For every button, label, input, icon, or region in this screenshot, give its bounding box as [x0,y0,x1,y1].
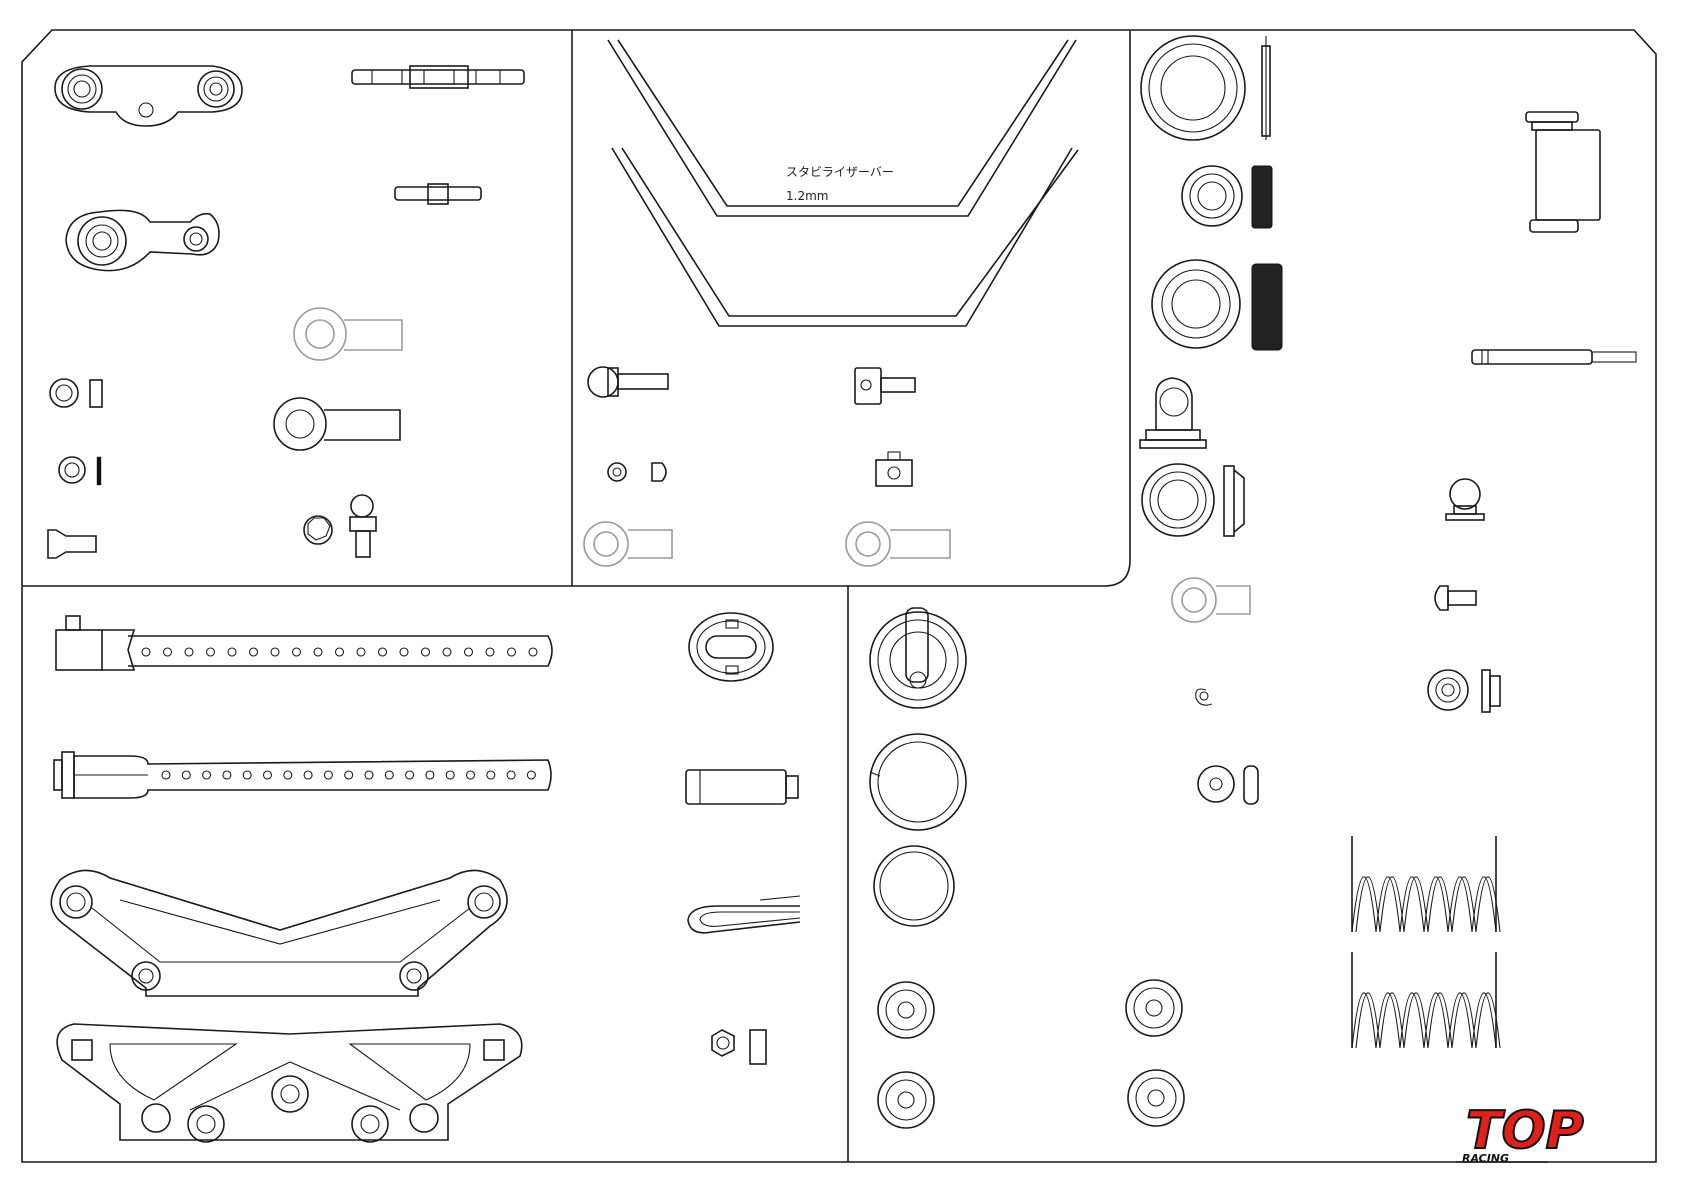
rod-end-ghost-stab-right [846,522,950,566]
e-clip [1196,689,1212,705]
spring-retainer-b [1126,980,1182,1036]
rod-end-ghost-right [1172,578,1250,622]
button-head-screw [1435,586,1476,610]
spring-retainer-c [878,1072,934,1128]
ball-stud-nut [304,495,376,557]
damper-cap-large [1141,36,1270,140]
body-post-hole [324,771,332,779]
body-post-hole [426,771,434,779]
stab-holder [855,368,915,404]
camber-link-plate-lower [66,210,219,270]
damper-o-ring-holder [870,734,966,830]
stabilizer-bar-label: スタビライザーバー [786,166,894,178]
body-post-lower [54,752,551,798]
hex-nut [712,1030,766,1064]
damper-stay-upper [51,870,507,996]
sheet-outer-frame [22,30,1656,1162]
body-post-hole [422,648,430,656]
body-post-hole [406,771,414,779]
body-post-hole [357,648,365,656]
body-post-hole [487,771,495,779]
damper-o-ring [874,846,954,926]
damper-shaft [1472,350,1636,364]
body-post-hole [164,648,172,656]
body-post-upper [56,616,552,670]
body-post-hole [142,648,150,656]
top-racing-logo: TOP RACING [1456,1101,1584,1165]
body-post-hole [250,648,258,656]
logo-sub: RACING [1462,1152,1509,1165]
body-clip [688,896,800,933]
spacer-washer-a [50,379,102,407]
body-mount-oval [689,613,773,681]
damper-adjuster-small [1182,166,1272,228]
body-post-hole [443,648,451,656]
body-post-hole [486,648,494,656]
body-post-hole [271,648,279,656]
ball-stud-short [1446,479,1484,520]
body-post-hole [182,771,190,779]
damper-spring-upper [1352,836,1500,932]
body-post-hole [508,648,516,656]
turnbuckle-short [395,184,481,204]
turnbuckle-long [352,66,524,88]
camber-link-plate-upper [55,66,242,126]
body-post-hole [304,771,312,779]
body-post-hole [293,648,301,656]
panel-divider-right [22,30,1130,586]
damper-body [1526,112,1600,232]
stab-ball-stud [588,367,668,397]
body-post-hole [379,648,387,656]
body-post-hole [207,648,215,656]
body-post-hole [314,648,322,656]
damper-washer [1198,766,1258,804]
body-post-hole [465,648,473,656]
damper-spring-lower [1352,952,1500,1048]
body-post-hole [400,648,408,656]
rod-end-lower [274,398,400,450]
body-post-hole [243,771,251,779]
body-post-hole [203,771,211,779]
body-post-hole [228,648,236,656]
set-screw [652,463,666,481]
damper-lower-cap [870,608,966,708]
body-post-hole [264,771,272,779]
body-post-hole [284,771,292,779]
body-post-hole [162,771,170,779]
body-post-hole [527,771,535,779]
body-post-hole [467,771,475,779]
body-post-hole [345,771,353,779]
body-post-hole [336,648,344,656]
body-post-hole [185,648,193,656]
body-post-holes-lower [162,771,535,779]
spring-retainer-d [1128,1070,1184,1126]
spring-retainer-a [878,982,934,1038]
body-post-hole [385,771,393,779]
rod-end-ghost-stab-left [584,522,672,566]
body-post-spacer [686,770,798,804]
damper-end-mount [1140,378,1206,448]
stabilizer-bar-upper [608,40,1076,216]
pivot-ball-bushing [1428,670,1500,712]
damper-seal-cap [1142,464,1244,536]
damper-adjuster-large [1152,260,1282,350]
body-post-hole [365,771,373,779]
rod-end-ghost-upper [294,308,402,360]
stab-collar [876,452,912,486]
body-post-hole [446,771,454,779]
stabilizer-bar-size: 1.2mm [786,190,828,202]
body-post-hole [507,771,515,779]
small-nut [608,463,626,481]
body-post-hole [223,771,231,779]
damper-stay-lower [57,1024,522,1142]
countersunk-screw [48,530,96,558]
spacer-washer-b [59,457,100,484]
body-post-hole [529,648,537,656]
body-post-holes-upper [142,648,537,656]
